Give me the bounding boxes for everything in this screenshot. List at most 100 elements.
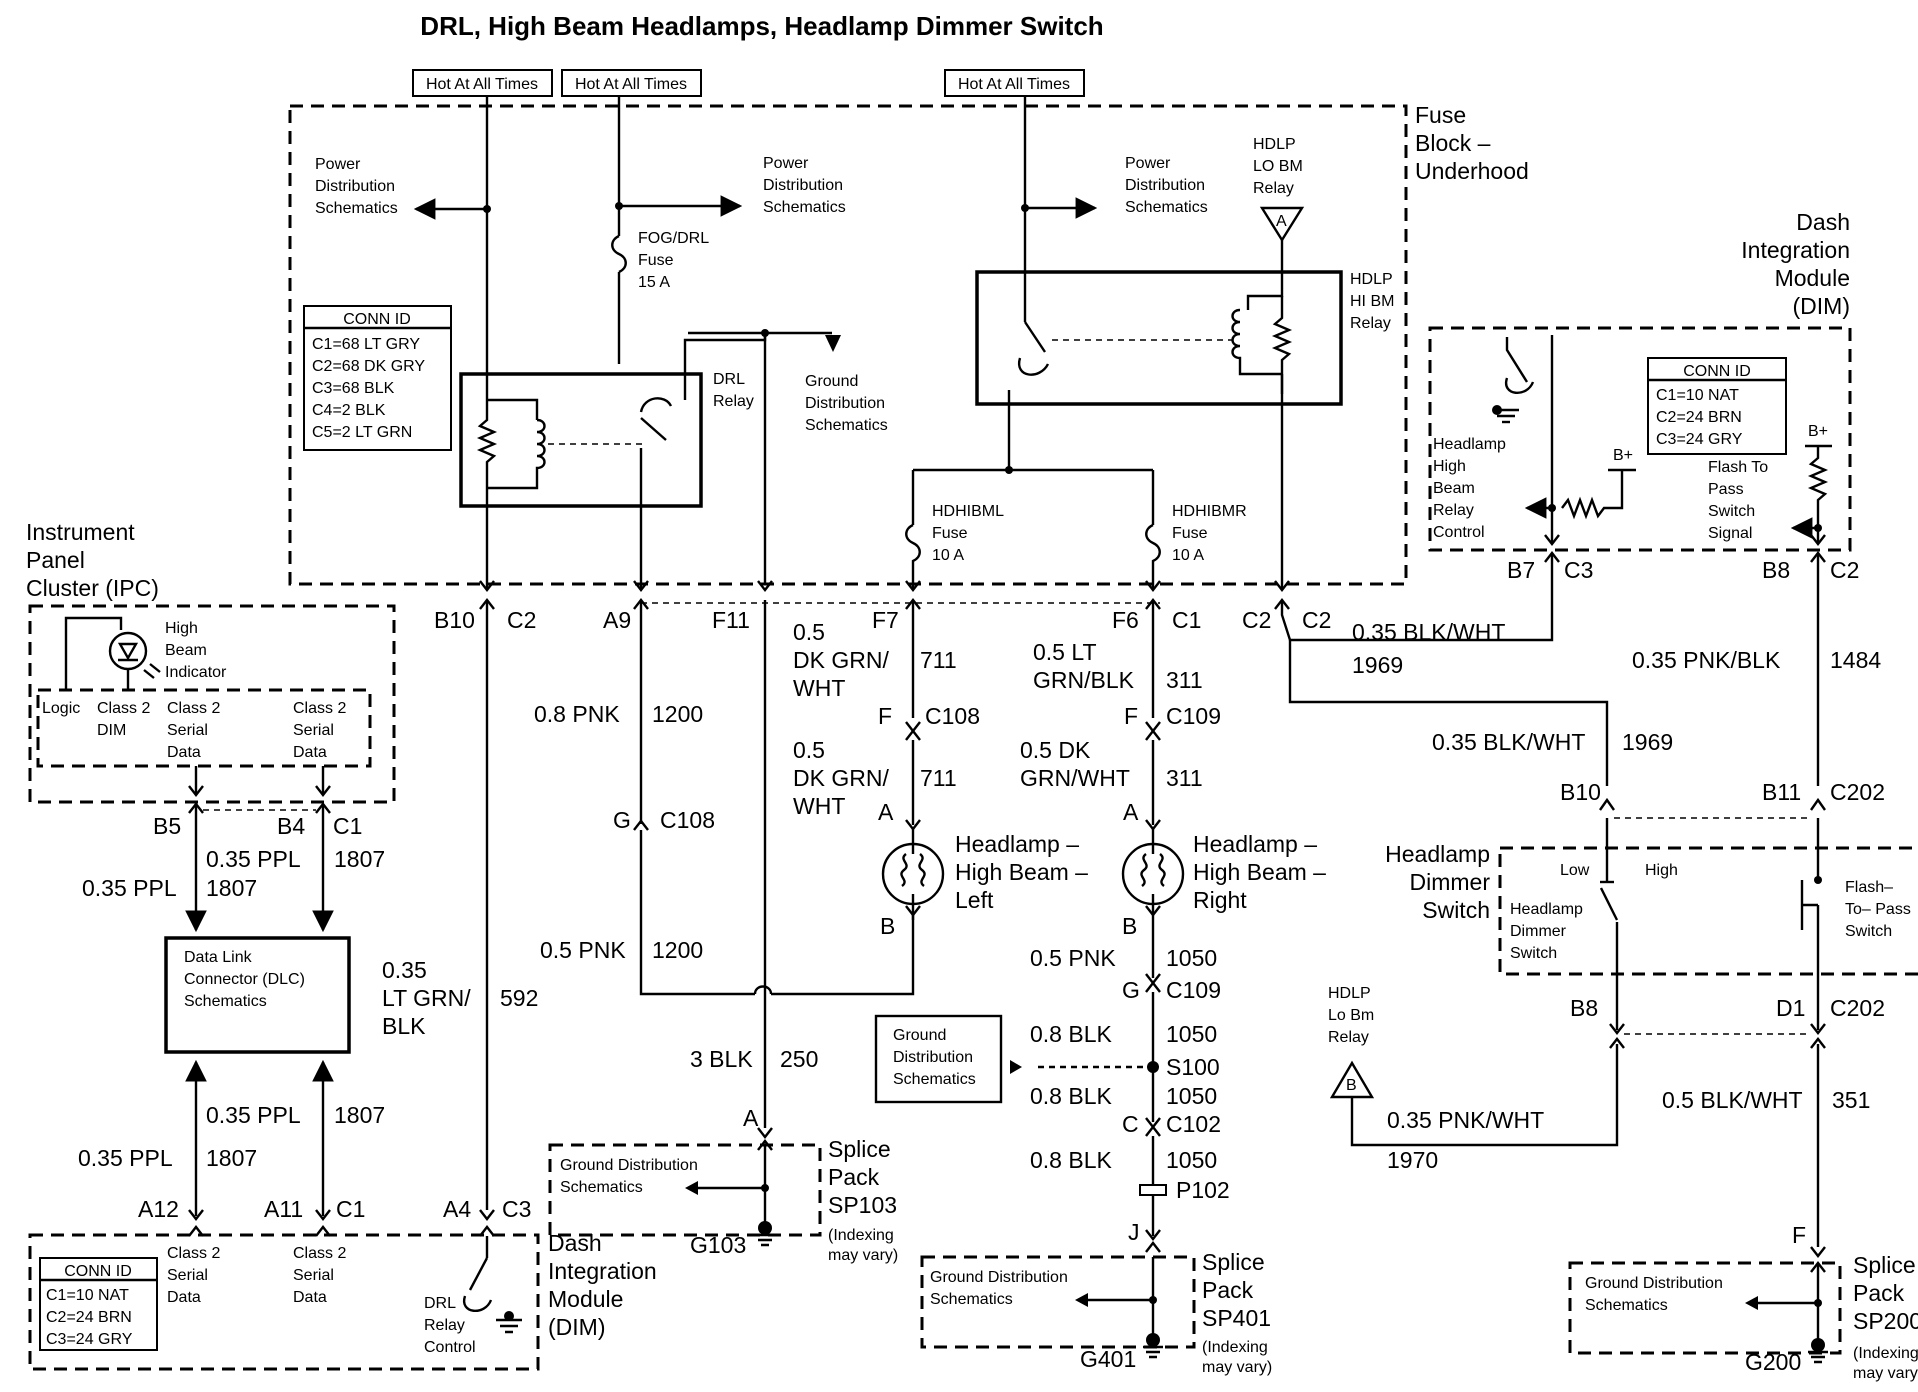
- svg-text:C109: C109: [1166, 703, 1221, 729]
- svg-text:711: 711: [920, 765, 957, 791]
- svg-text:C3=24 GRY: C3=24 GRY: [46, 1331, 133, 1348]
- svg-text:592: 592: [500, 985, 538, 1011]
- ftp-switch-icon: [1800, 880, 1818, 930]
- svg-text:0.8 BLK: 0.8 BLK: [1030, 1021, 1112, 1047]
- svg-text:A: A: [743, 1105, 759, 1131]
- svg-text:1050: 1050: [1166, 1083, 1217, 1109]
- headlamp-right-label: Headlamp –High Beam –Right: [1193, 831, 1326, 913]
- fuse-block-pin-labels: B10 C2 A9 F11 F7 F6 C1 C2 C2: [434, 607, 1331, 633]
- svg-text:B+: B+: [1613, 447, 1633, 464]
- svg-text:0.8 BLK: 0.8 BLK: [1030, 1147, 1112, 1173]
- svg-text:A4: A4: [443, 1196, 471, 1222]
- svg-text:C1: C1: [333, 813, 362, 839]
- svg-text:F: F: [1124, 703, 1138, 729]
- svg-text:0.8 PNK: 0.8 PNK: [534, 701, 620, 727]
- sp103-boundary: [548, 1143, 822, 1237]
- drl-relay-box: [459, 372, 703, 508]
- hdlp-lo-relay-marker: [1259, 206, 1305, 243]
- p102-connector-icon: [1139, 1184, 1167, 1196]
- s100-gds-box: [874, 1014, 1003, 1104]
- svg-text:B: B: [880, 913, 895, 939]
- svg-text:C2=68 DK GRY: C2=68 DK GRY: [312, 358, 425, 375]
- drl-relay-switch-icon: [640, 417, 667, 441]
- svg-text:0.35 PPL: 0.35 PPL: [78, 1145, 173, 1171]
- svg-text:High: High: [1645, 862, 1678, 879]
- svg-text:0.5 BLK/WHT: 0.5 BLK/WHT: [1662, 1087, 1803, 1113]
- svg-text:B4: B4: [277, 813, 305, 839]
- svg-text:C2=24 BRN: C2=24 BRN: [1656, 409, 1742, 426]
- svg-text:Hot At All Times: Hot At All Times: [958, 76, 1070, 93]
- svg-text:1484: 1484: [1830, 647, 1881, 673]
- svg-text:C1=10 NAT: C1=10 NAT: [46, 1287, 129, 1304]
- svg-text:B+: B+: [1808, 423, 1828, 440]
- svg-text:C2: C2: [507, 607, 536, 633]
- svg-text:1807: 1807: [206, 1145, 257, 1171]
- svg-text:C3=68 BLK: C3=68 BLK: [312, 380, 395, 397]
- g103-label: G103: [690, 1232, 746, 1258]
- ftp-resistor-icon: [1807, 446, 1829, 542]
- svg-text:B10: B10: [434, 607, 475, 633]
- svg-text:C1=68 LT GRY: C1=68 LT GRY: [312, 336, 420, 353]
- diagram-title: DRL, High Beam Headlamps, Headlamp Dimme…: [420, 11, 1103, 41]
- high-beam-indicator-icon: [108, 631, 148, 671]
- hdhibml-fuse-icon: [905, 523, 921, 590]
- svg-text:0.5 PNK: 0.5 PNK: [540, 937, 626, 963]
- svg-text:B8: B8: [1570, 995, 1598, 1021]
- hdhibmr-fuse-icon: [1145, 523, 1161, 590]
- svg-text:CONN ID: CONN ID: [64, 1263, 132, 1280]
- svg-text:F11: F11: [712, 607, 750, 633]
- ground-arrow-icon: [825, 335, 841, 352]
- hot-label-3: Hot At All Times: [944, 69, 1085, 97]
- pin-c2-top: C2: [1830, 557, 1859, 583]
- svg-text:0.35 PPL: 0.35 PPL: [206, 1102, 301, 1128]
- sp401-boundary: [920, 1255, 1196, 1349]
- svg-text:C3=24 GRY: C3=24 GRY: [1656, 431, 1743, 448]
- svg-text:A9: A9: [603, 607, 631, 633]
- svg-text:B: B: [1122, 913, 1137, 939]
- drl-relay-resistor-icon: [476, 364, 498, 590]
- svg-text:0.35 BLK/WHT: 0.35 BLK/WHT: [1352, 619, 1505, 645]
- svg-text:C3: C3: [502, 1196, 531, 1222]
- dimmer-switch-boundary: [1498, 846, 1918, 976]
- svg-text:Low: Low: [1560, 862, 1590, 879]
- svg-text:C4=2 BLK: C4=2 BLK: [312, 402, 386, 419]
- svg-text:0.35 PNK/BLK: 0.35 PNK/BLK: [1632, 647, 1781, 673]
- svg-text:Hot At All Times: Hot At All Times: [575, 76, 687, 93]
- pin-b8-top: B8: [1762, 557, 1790, 583]
- pin-c3-top: C3: [1564, 557, 1593, 583]
- dlc-box: [164, 936, 351, 1054]
- ipc-boundary: [28, 604, 396, 804]
- sp200-boundary: [1568, 1261, 1842, 1355]
- svg-text:F7: F7: [872, 607, 899, 633]
- hi-relay-resistor-icon: [1271, 296, 1293, 394]
- headlamp-left-label: Headlamp –High Beam –Left: [955, 831, 1088, 913]
- pin-b7: B7: [1507, 557, 1535, 583]
- svg-text:1969: 1969: [1622, 729, 1673, 755]
- svg-text:0.35 PNK/WHT: 0.35 PNK/WHT: [1387, 1107, 1544, 1133]
- svg-text:250: 250: [780, 1046, 818, 1072]
- dim-bottom-boundary: [28, 1233, 540, 1371]
- hot-label-2: Hot At All Times: [561, 69, 702, 97]
